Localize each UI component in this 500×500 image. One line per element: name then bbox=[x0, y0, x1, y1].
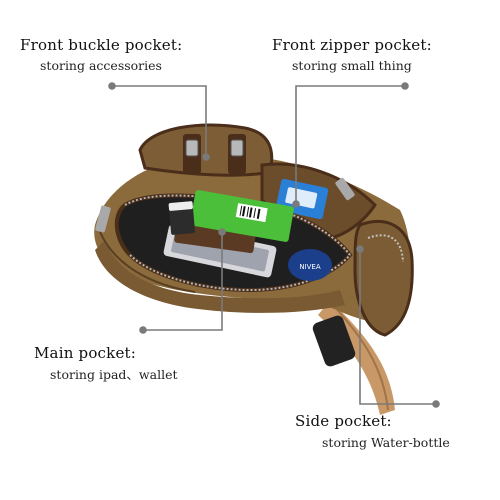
main-pocket-subtitle: storing ipad、wallet bbox=[50, 367, 178, 382]
zipper-pull bbox=[335, 177, 355, 201]
front-buckle-subtitle: storing accessories bbox=[40, 58, 162, 73]
front-zipper-subtitle: storing small thing bbox=[292, 58, 412, 73]
main-pocket-title: Main pocket: bbox=[34, 344, 137, 362]
waist-strap bbox=[312, 300, 395, 415]
leader-main bbox=[139, 228, 226, 334]
front-zipper-title: Front zipper pocket: bbox=[272, 36, 432, 54]
green-box bbox=[190, 190, 294, 242]
main-zipper-pull bbox=[95, 205, 111, 233]
front-buckle-title: Front buckle pocket: bbox=[20, 36, 183, 54]
leader-front-buckle bbox=[108, 82, 210, 161]
leader-side bbox=[356, 245, 440, 408]
leader-lines bbox=[108, 82, 440, 408]
side-pocket-subtitle: storing Water-bottle bbox=[322, 435, 450, 450]
bag-body: NIVEA bbox=[94, 123, 414, 337]
nivea-tin: NIVEA bbox=[288, 249, 332, 281]
strap-buckle bbox=[312, 315, 356, 367]
pocket-contents: NIVEA bbox=[163, 190, 332, 281]
nivea-label: NIVEA bbox=[299, 263, 321, 271]
side-pocket bbox=[353, 219, 414, 337]
leader-front-zipper bbox=[292, 82, 409, 208]
side-pocket-title: Side pocket: bbox=[295, 412, 392, 430]
